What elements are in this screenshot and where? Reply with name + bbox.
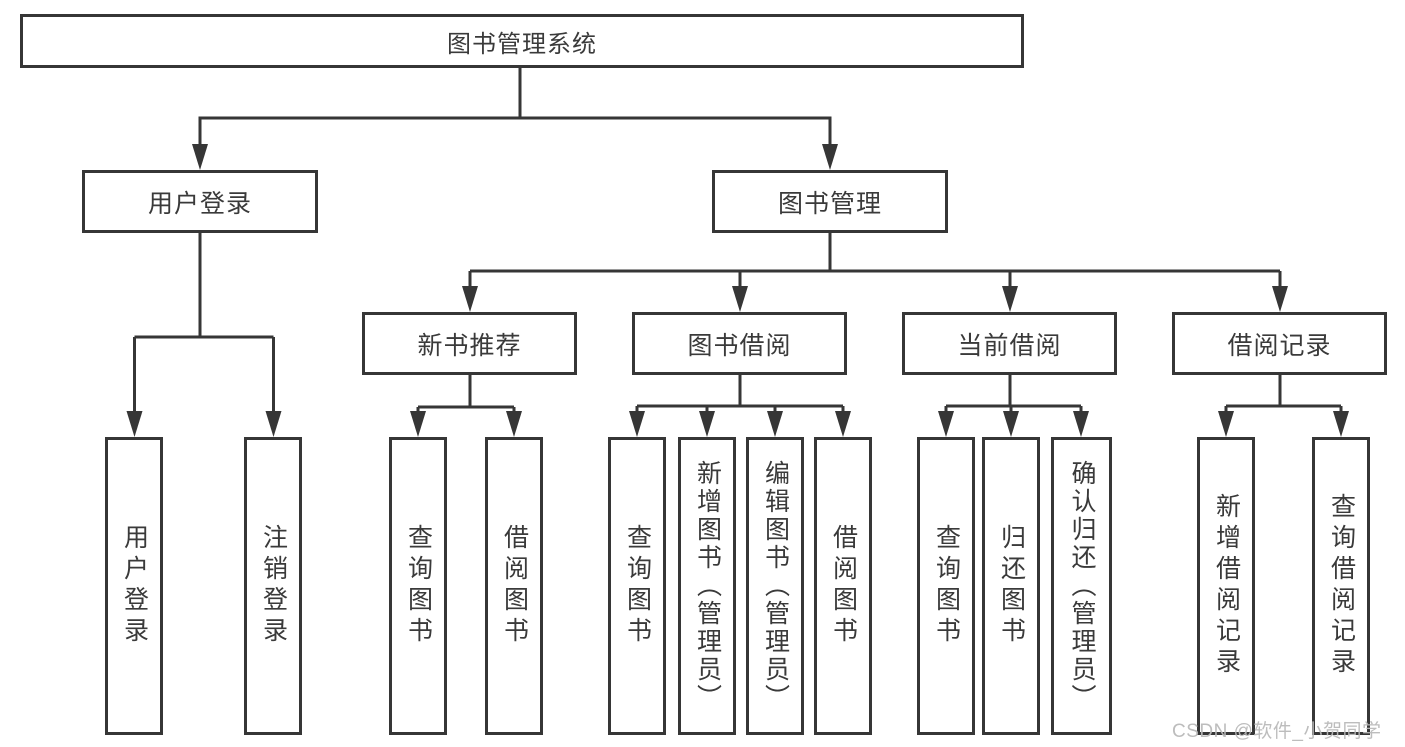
arrow-to-leaf-nb-borrow	[506, 411, 522, 437]
leaf-newbooks-query-books: 查询图书	[389, 437, 447, 735]
arrow-to-leaf-br-query	[1333, 411, 1349, 437]
arrow-to-leaf-br-add	[1218, 411, 1234, 437]
leaf-current-return-books: 归还图书	[982, 437, 1040, 735]
arrow-to-leaf-bb-borrow	[835, 411, 851, 437]
node-new-book-recommend: 新书推荐	[362, 312, 577, 375]
arrow-to-leaf-cb-query	[938, 411, 954, 437]
arrow-to-book-borrow	[732, 286, 748, 312]
arrow-to-leaf-logout	[265, 411, 282, 437]
leaf-borrow-add-books-admin: 新增图书（管理员）	[678, 437, 736, 735]
node-borrowing-records: 借阅记录	[1172, 312, 1387, 375]
arrow-to-borrow-records	[1272, 286, 1288, 312]
arrow-to-book-mgmt	[822, 144, 838, 170]
leaf-borrow-query-books: 查询图书	[608, 437, 666, 735]
leaf-records-query-record: 查询借阅记录	[1312, 437, 1370, 735]
leaf-borrow-edit-books-admin: 编辑图书（管理员）	[746, 437, 804, 735]
arrow-to-leaf-bb-edit	[767, 411, 783, 437]
leaf-current-confirm-return-admin: 确认归还（管理员）	[1051, 437, 1112, 735]
node-current-borrowing: 当前借阅	[902, 312, 1117, 375]
leaf-logout: 注销登录	[244, 437, 302, 735]
node-book-management: 图书管理	[712, 170, 948, 233]
arrow-to-leaf-nb-query	[410, 411, 426, 437]
node-user-login: 用户登录	[82, 170, 318, 233]
arrow-to-new-books	[462, 286, 478, 312]
csdn-watermark: CSDN @软件_小贺同学	[1172, 721, 1382, 742]
leaf-user-login: 用户登录	[105, 437, 163, 735]
node-root-system: 图书管理系统	[20, 14, 1024, 68]
arrow-to-current-borrow	[1002, 286, 1018, 312]
node-book-borrowing: 图书借阅	[632, 312, 847, 375]
arrow-to-leaf-cb-return	[1003, 411, 1019, 437]
leaf-current-query-books: 查询图书	[917, 437, 975, 735]
arrowheads	[126, 144, 1349, 437]
leaf-newbooks-borrow-books: 借阅图书	[485, 437, 543, 735]
leaf-records-add-record: 新增借阅记录	[1197, 437, 1255, 735]
connector-lines	[133, 68, 1343, 415]
arrow-to-leaf-bb-add	[699, 411, 715, 437]
arrow-to-leaf-bb-query	[629, 411, 645, 437]
arrow-to-leaf-cb-confirm	[1073, 411, 1089, 437]
arrow-to-leaf-login	[126, 411, 143, 437]
leaf-borrow-borrow-books: 借阅图书	[814, 437, 872, 735]
arrow-to-user-login	[192, 144, 208, 170]
